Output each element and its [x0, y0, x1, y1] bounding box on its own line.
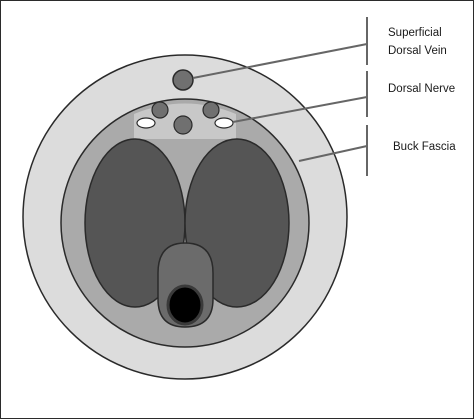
superficial-dorsal-vein [172, 69, 194, 91]
dorsal-nerve-leader-line [232, 96, 368, 123]
buck-fascia-label: Buck Fascia [393, 141, 456, 153]
buck-fascia-leader-line [298, 145, 368, 162]
left-dorsal-nerve [136, 117, 156, 129]
urethra [166, 284, 204, 326]
deep-dorsal-vein [173, 115, 193, 135]
right-dorsal-artery [202, 101, 220, 119]
right-dorsal-nerve [214, 117, 234, 129]
dorsal-nerve-label: Dorsal Nerve [388, 83, 455, 95]
superficial-dorsal-vein-label-line2: Dorsal Vein [388, 45, 447, 57]
left-dorsal-artery [151, 101, 169, 119]
superficial-dorsal-vein-leader-line [192, 43, 368, 79]
superficial-dorsal-vein-label-line1: Superficial [388, 27, 442, 39]
